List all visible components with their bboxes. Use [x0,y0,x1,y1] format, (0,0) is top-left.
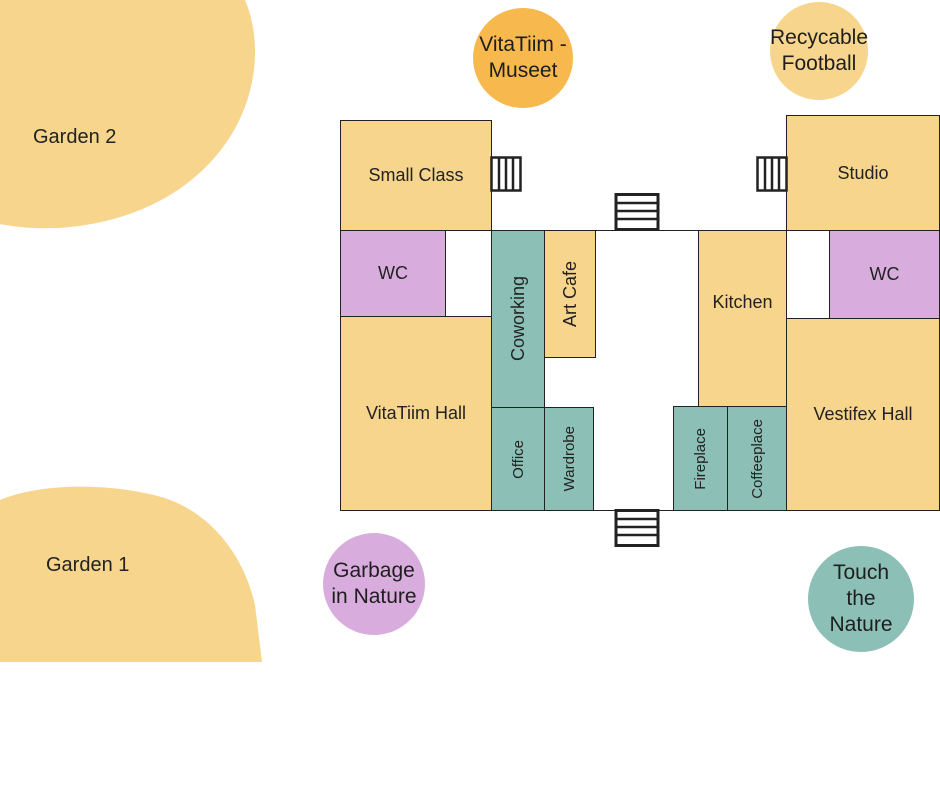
room-vestifex-hall: Vestifex Hall [786,318,940,511]
room-art-cafe: Art Cafe [544,230,596,358]
station-recyclable-football: Recycable Football [770,2,868,100]
room-coffeeplace-label: Coffeeplace [748,418,766,499]
room-wc-left: WC [340,230,446,317]
room-right-passage [786,230,830,319]
room-studio-label: Studio [837,162,889,183]
room-wardrobe-label: Wardrobe [560,426,578,492]
garden-2-area [0,0,256,229]
room-vitatiim-hall-label: VitaTiim Hall [365,403,467,423]
room-coworking-label: Coworking [507,276,528,362]
room-wardrobe: Wardrobe [544,407,594,511]
station-vitatiim-museet: VitaTiim - Museet [473,8,573,108]
garden-1-area [0,486,262,662]
room-vitatiim-hall: VitaTiim Hall [340,316,492,511]
room-small-class: Small Class [340,120,492,231]
station-garbage-in-nature-label: Garbage in Nature [331,558,417,608]
stairs-icon [614,509,660,547]
room-office: Office [491,407,545,511]
room-coworking: Coworking [491,230,545,408]
room-fireplace: Fireplace [673,406,728,511]
room-art-cafe-label: Art Cafe [559,260,580,328]
room-wc-right: WC [829,230,940,319]
room-fireplace-label: Fireplace [692,427,709,490]
station-garbage-in-nature: Garbage in Nature [323,533,425,635]
station-touch-the-nature: Touch the Nature [808,546,914,652]
room-kitchen-label: Kitchen [712,292,773,312]
stairs-icon [756,156,788,192]
room-office-label: Office [509,439,527,479]
garden-1-label: Garden 1 [46,554,130,576]
room-wc-right-label: WC [869,264,900,284]
room-vestifex-hall-label: Vestifex Hall [813,404,913,424]
room-left-passage [445,230,492,317]
stairs-icon [490,156,522,192]
station-touch-the-nature-label: Touch the Nature [829,560,893,637]
room-coffeeplace: Coffeeplace [727,406,787,511]
room-small-class-label: Small Class [368,165,464,185]
garden-2-label: Garden 2 [33,126,117,148]
station-recyclable-football-label: Recycable Football [769,25,869,75]
room-kitchen: Kitchen [698,230,787,407]
station-vitatiim-museet-label: VitaTiim - Museet [479,32,567,82]
room-wc-left-label: WC [378,263,408,283]
stairs-icon [614,193,660,231]
room-studio: Studio [786,115,940,231]
